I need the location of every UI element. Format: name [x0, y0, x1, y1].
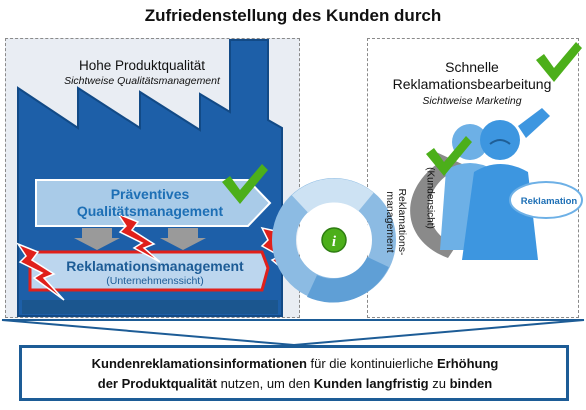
- bottom-text-part1: Kundenreklamationsinformationen: [91, 356, 307, 371]
- svg-text:i: i: [332, 234, 337, 250]
- complaint-subtitle: (Unternehmenssicht): [106, 275, 204, 287]
- vertical-label-line2: management: [384, 191, 396, 253]
- bottom-funnel-arrow: [1, 319, 585, 347]
- vertical-sublabel: (Kundensicht): [424, 167, 436, 229]
- right-heading: Schnelle Reklamationsbearbeitung: [372, 59, 572, 93]
- bottom-text-part4: der Produktqualität: [97, 376, 217, 391]
- bottom-text-part2: für die kontinuierliche: [306, 356, 437, 371]
- preventive-label-line1: Präventives: [110, 186, 190, 202]
- bottom-text: Kundenreklamationsinformationen für die …: [30, 354, 560, 394]
- right-subheading: Sichtweise Marketing: [422, 95, 522, 107]
- bottom-text-part3: Erhöhung: [436, 356, 499, 371]
- left-heading: Hohe Produktqualität: [78, 58, 206, 73]
- grey-arrow-right: [160, 228, 206, 250]
- bottom-text-part5: nutzen, um den: [216, 376, 314, 391]
- factory-icon: [17, 39, 283, 317]
- right-heading-line2: Reklamationsbearbeitung: [392, 76, 552, 92]
- preventive-label: Präventives Qualitätsmanagement: [60, 186, 240, 220]
- complaint-bubble: [509, 181, 583, 219]
- vertical-label-line1: Reklamations-: [396, 188, 408, 256]
- grey-arrow-left: [74, 228, 120, 250]
- bottom-text-part8: binden: [449, 376, 493, 391]
- right-panel: [367, 38, 579, 318]
- bottom-text-part7: zu: [428, 376, 450, 391]
- complaint-bubble-text: Reklamation: [520, 196, 578, 207]
- preventive-arrow: [35, 179, 272, 227]
- vertical-label: Reklamations- management: [384, 157, 408, 287]
- bottom-text-part6: Kunden langfristig: [313, 376, 429, 391]
- info-icon: i: [321, 227, 347, 253]
- complaint-title: Reklamationsmanagement: [66, 258, 244, 274]
- complaint-box: [28, 250, 270, 292]
- bottom-box: [19, 345, 569, 401]
- check-icon: [222, 42, 582, 204]
- left-subheading: Sichtweise Qualitätsmanagement: [64, 75, 220, 87]
- right-heading-line1: Schnelle: [445, 59, 499, 75]
- preventive-label-line2: Qualitätsmanagement: [76, 203, 224, 219]
- page-title: Zufriedenstellung des Kunden durch: [144, 6, 442, 25]
